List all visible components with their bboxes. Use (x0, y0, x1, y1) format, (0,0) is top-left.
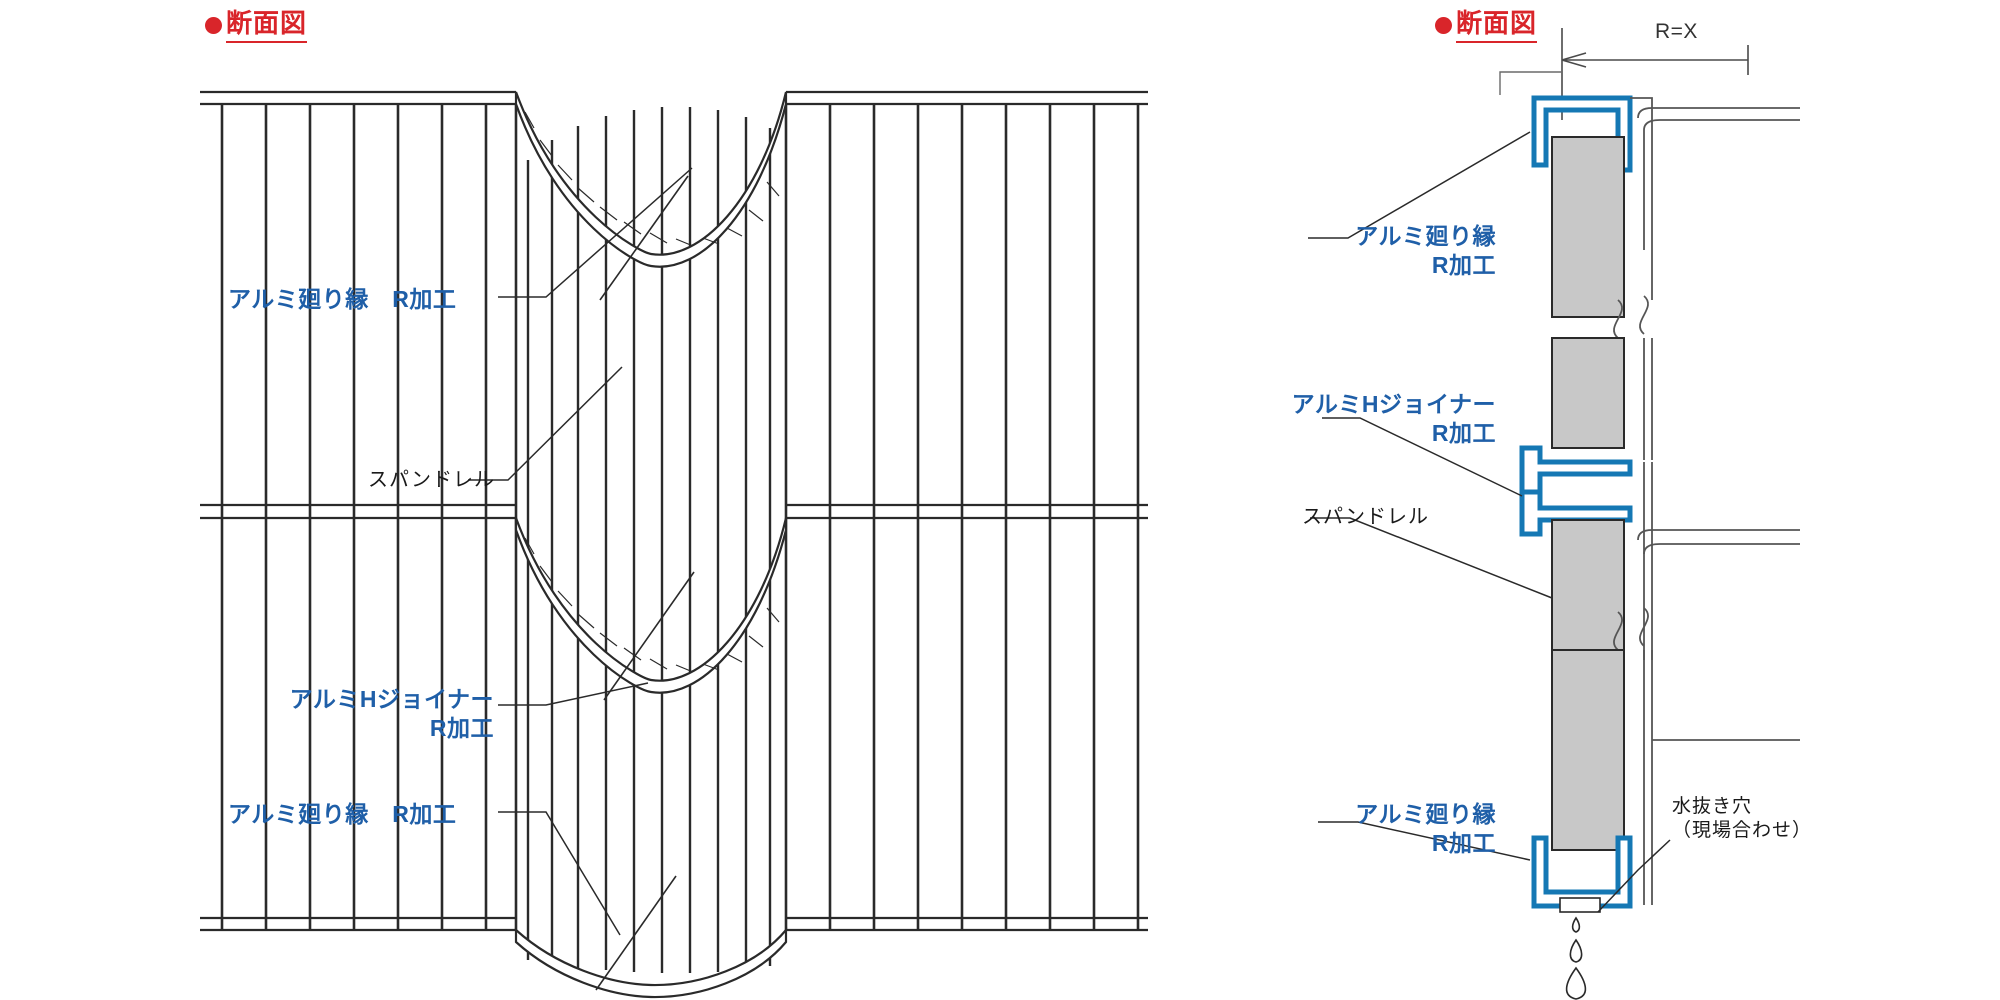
alumi-h-joiner-profile (1519, 445, 1633, 537)
label-alumi-mawaribuchi-bottom-right-line2: R加工 (1431, 830, 1496, 857)
leader-lines-right (1308, 131, 1671, 913)
break-line-symbol-lower (1613, 607, 1649, 651)
bullet-icon (205, 17, 222, 34)
label-alumi-mawaribuchi-top-left: アルミ廻り縁 R加工 (228, 286, 457, 312)
bottom-cornice-flat-edges (200, 916, 1148, 932)
column-section-cut-lines (595, 175, 695, 991)
label-spandrel-right: スパンドレル (1302, 506, 1429, 528)
water-drop-icons (1565, 916, 1587, 1000)
spandrel-panel-upper-continued (1551, 250, 1653, 460)
label-drain-hole-line1: 水抜き穴 (1672, 796, 1753, 817)
bullet-icon (1435, 17, 1452, 34)
left-section-title-text: 断面図 (226, 10, 308, 43)
mid-h-joiner-hatching (524, 537, 780, 673)
label-spandrel-left: スパンドレル (368, 469, 495, 491)
label-alumi-mawaribuchi-top-right: アルミ廻り縁 R加工 (1250, 222, 1496, 281)
right-section-drawing (1308, 28, 1800, 1000)
label-alumi-mawaribuchi-bottom-left: アルミ廻り縁 R加工 (228, 801, 457, 827)
bottom-spandrel-panel (1551, 462, 1653, 660)
label-alumi-mawaribuchi-top-right-line2: R加工 (1431, 252, 1496, 279)
backing-wall-lines-top (1630, 97, 1800, 250)
label-drain-hole: 水抜き穴 （現場合わせ） (1672, 795, 1812, 844)
label-alumi-h-joiner-right-line1: アルミHジョイナー (1291, 391, 1496, 417)
top-cornice-curved-band (514, 91, 788, 268)
left-section-title: 断面図 (205, 10, 308, 43)
radius-dimension-label: R=X (1655, 20, 1698, 43)
right-section-title: 断面図 (1435, 10, 1538, 43)
label-alumi-mawaribuchi-top-right-line1: アルミ廻り縁 (1355, 223, 1496, 249)
top-spandrel-panel (1551, 136, 1625, 318)
label-alumi-mawaribuchi-bottom-right: アルミ廻り縁 R加工 (1250, 800, 1496, 859)
drain-hole-marker (1559, 897, 1601, 913)
label-alumi-h-joiner-left: アルミHジョイナー R加工 (248, 685, 494, 744)
label-alumi-h-joiner-right: アルミHジョイナー R加工 (1182, 390, 1496, 449)
top-cornice-hatching (524, 111, 780, 247)
label-alumi-h-joiner-left-line2: R加工 (429, 715, 494, 742)
spandrel-panel-lower-continued (1551, 649, 1653, 905)
mid-h-joiner-flat-edges (200, 503, 1148, 520)
break-line-symbol-upper (1613, 295, 1649, 339)
right-section-title-text: 断面図 (1456, 10, 1538, 43)
leader-lines-left (468, 167, 693, 936)
backing-wall-lines-bottom (1637, 529, 1800, 741)
label-alumi-h-joiner-left-line1: アルミHジョイナー (289, 686, 494, 712)
label-drain-hole-line2: （現場合わせ） (1672, 820, 1813, 842)
left-elevation-drawing (200, 90, 1148, 999)
top-cornice-flat-edges (200, 90, 1148, 106)
bottom-cornice-curved-band (514, 926, 788, 999)
label-alumi-mawaribuchi-bottom-right-line1: アルミ廻り縁 (1355, 801, 1496, 827)
label-alumi-h-joiner-right-line2: R加工 (1431, 420, 1496, 447)
